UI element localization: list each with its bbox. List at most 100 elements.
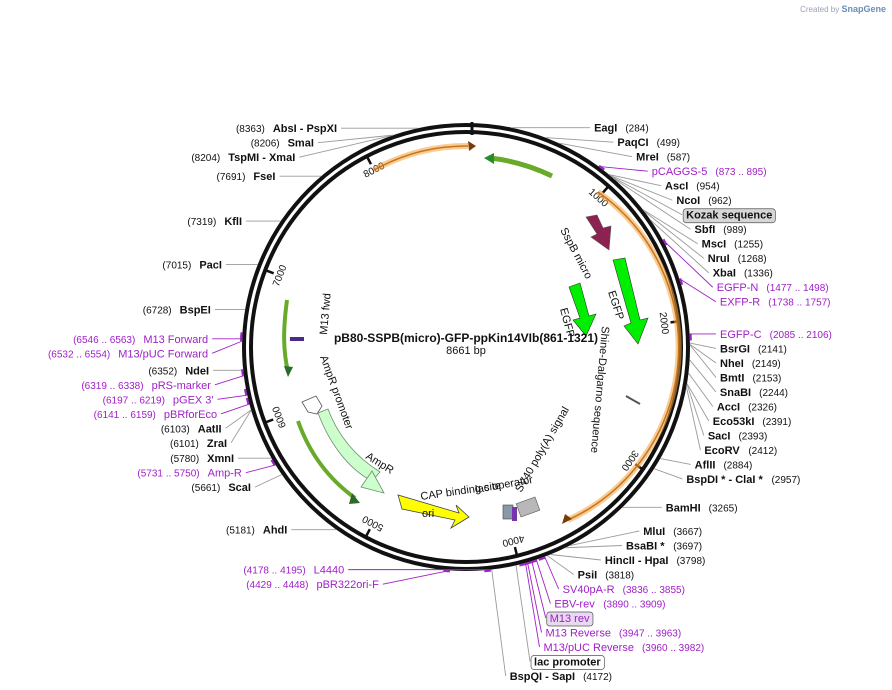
site-label[interactable]: M13 Reverse(3947 .. 3963)	[546, 628, 682, 640]
site-label[interactable]: EcoRV(2412)	[704, 445, 777, 457]
site-position: (2085 .. 2106)	[770, 330, 832, 341]
site-label[interactable]: BspDI * - ClaI *(2957)	[686, 474, 800, 486]
scale-tick	[265, 418, 274, 424]
site-name: Amp-R	[208, 468, 242, 480]
site-label[interactable]: M13 Forward(6546 .. 6563)	[73, 334, 208, 346]
site-label[interactable]: MluI(3667)	[643, 526, 702, 538]
site-label[interactable]: PacI(7015)	[162, 260, 222, 272]
site-name: PacI	[199, 260, 222, 272]
site-label[interactable]: Kozak sequence	[682, 208, 776, 224]
label-layer: EagI(284) PaqCI(499) MreI(587) pCAGGS-5(873…	[48, 123, 832, 683]
site-leader-line	[685, 386, 701, 451]
site-name: lac promoter	[534, 657, 601, 669]
insert-highlight-core	[567, 191, 680, 521]
site-leader-line	[535, 559, 551, 604]
site-label[interactable]: BamHI(3265)	[666, 502, 738, 514]
site-label[interactable]: MscI(1255)	[702, 239, 763, 251]
site-label[interactable]: NheI(2149)	[720, 358, 781, 370]
site-position: (3960 .. 3982)	[642, 643, 704, 654]
site-label[interactable]: ScaI(5661)	[191, 482, 251, 494]
site-label[interactable]: AbsI - PspXI(8363)	[236, 123, 337, 135]
scale-tick	[601, 186, 609, 194]
site-label[interactable]: EBV-rev(3890 .. 3909)	[554, 599, 665, 611]
site-label[interactable]: SbfI(989)	[695, 224, 747, 236]
site-label[interactable]: NruI(1268)	[708, 253, 767, 265]
site-label[interactable]: XmnI(5780)	[170, 453, 234, 465]
primer-mark	[270, 459, 276, 467]
site-label[interactable]: SacI(2393)	[708, 430, 768, 442]
site-leader-line	[660, 458, 691, 465]
site-label[interactable]: EGFP-N(1477 .. 1498)	[717, 282, 829, 294]
site-label[interactable]: PaqCI(499)	[617, 137, 680, 149]
site-position: (2149)	[752, 359, 781, 370]
site-label[interactable]: EGFP-C(2085 .. 2106)	[720, 329, 832, 341]
backbone-outer	[242, 123, 690, 571]
site-leader-line	[679, 278, 717, 303]
site-label[interactable]: pCAGGS-5(873 .. 895)	[652, 166, 767, 178]
ori-arrow	[397, 494, 470, 530]
site-label[interactable]: M13 rev	[546, 611, 594, 627]
site-label[interactable]: SmaI(8206)	[251, 138, 314, 150]
site-position: (7319)	[187, 217, 216, 228]
site-label[interactable]: M13/pUC Reverse(3960 .. 3982)	[543, 642, 704, 654]
site-leader-line	[211, 340, 243, 354]
site-label[interactable]: FseI(7691)	[217, 171, 276, 183]
site-label[interactable]: AscI(954)	[665, 181, 720, 193]
site-label[interactable]: AhdI(5181)	[226, 525, 287, 537]
site-label[interactable]: SnaBI(2244)	[720, 387, 788, 399]
green-top-arrow	[489, 155, 554, 179]
site-label[interactable]: lac promoter	[530, 655, 605, 670]
site-leader-line	[689, 359, 717, 393]
site-label[interactable]: KflI(7319)	[187, 216, 242, 228]
primer-mark	[245, 397, 250, 405]
site-label[interactable]: BsrGI(2141)	[720, 343, 787, 355]
site-leader-line	[609, 174, 673, 201]
site-label[interactable]: L4440(4178 .. 4195)	[243, 565, 344, 577]
site-label[interactable]: BspQI - SapI(4172)	[510, 671, 612, 683]
site-position: (6101)	[170, 439, 199, 450]
site-label[interactable]: pGEX 3'(6197 .. 6219)	[103, 394, 214, 406]
snapgene-credit: Created by SnapGene	[800, 4, 886, 14]
site-label[interactable]: BspEI(6728)	[143, 304, 211, 316]
primer-mark	[662, 238, 668, 246]
green-top-arrowhead	[484, 153, 494, 164]
site-label[interactable]: AccI(2326)	[717, 401, 777, 413]
primer-mark	[484, 569, 491, 573]
site-label[interactable]: NcoI(962)	[676, 195, 731, 207]
site-label[interactable]: Amp-R(5731 .. 5750)	[137, 468, 242, 480]
site-label[interactable]: XbaI(1336)	[713, 268, 773, 280]
site-label[interactable]: pRS-marker(6319 .. 6338)	[81, 380, 211, 392]
site-leader-line	[608, 174, 662, 187]
scale-tick	[513, 546, 519, 556]
plasmid-length: 8661 bp	[446, 345, 486, 357]
site-label[interactable]: AflII(2884)	[695, 459, 753, 471]
site-label[interactable]: M13/pUC Forward(6532 .. 6554)	[48, 348, 208, 360]
site-label[interactable]: AatII(6103)	[161, 423, 222, 435]
site-label[interactable]: BmtI(2153)	[720, 372, 781, 384]
site-label[interactable]: Eco53kI(2391)	[713, 416, 792, 428]
site-label[interactable]: pBR322ori-F(4429 .. 4448)	[246, 579, 379, 591]
site-label[interactable]: TspMI - XmaI(8204)	[191, 152, 295, 164]
primer-mark	[243, 388, 248, 396]
site-position: (3947 .. 3963)	[619, 629, 681, 640]
site-position: (4172)	[583, 672, 612, 683]
site-name: MreI	[636, 152, 659, 164]
insert-highlight-arrowhead	[562, 514, 572, 524]
site-position: (6728)	[143, 305, 172, 316]
site-label[interactable]: SV40pA-R(3836 .. 3855)	[563, 584, 685, 596]
site-name: pBRforEco	[164, 409, 217, 421]
site-position: (873 .. 895)	[715, 167, 766, 178]
site-label[interactable]: EagI(284)	[594, 123, 649, 135]
site-label[interactable]: EXFP-R(1738 .. 1757)	[720, 297, 831, 309]
site-label[interactable]: BsaBI *(3697)	[626, 541, 702, 553]
site-label[interactable]: PsiI(3818)	[578, 570, 634, 582]
site-label[interactable]: MreI(587)	[636, 152, 690, 164]
m13-fwd-green-arrow	[282, 299, 290, 373]
site-label[interactable]: pBRforEco(6141 .. 6159)	[94, 409, 217, 421]
site-leader-line	[565, 545, 622, 549]
site-label[interactable]: ZraI(6101)	[170, 438, 227, 450]
site-name: PsiI	[578, 570, 598, 582]
site-label[interactable]: NdeI(6352)	[148, 365, 209, 377]
site-label[interactable]: HincII - HpaI(3798)	[605, 555, 705, 567]
